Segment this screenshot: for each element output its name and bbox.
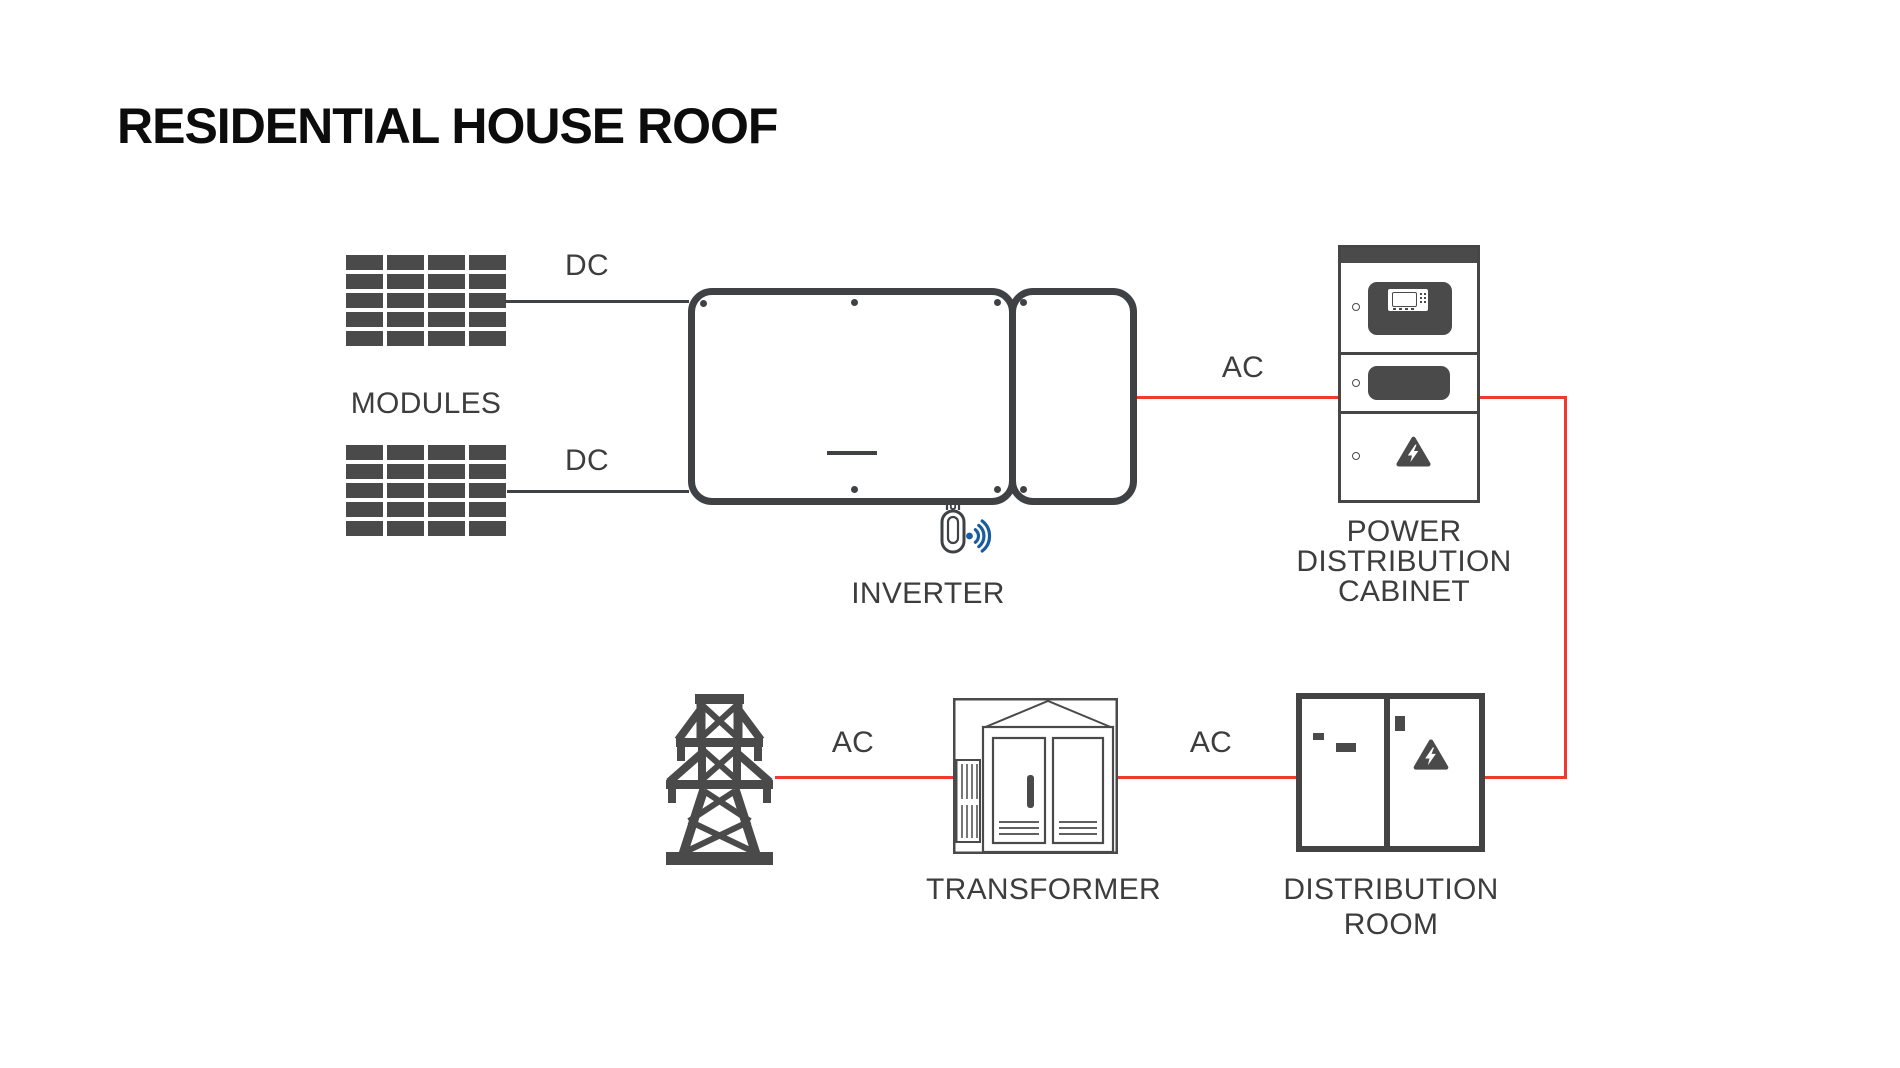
cabinet-label-line: POWER — [1346, 515, 1462, 548]
module-cell — [387, 331, 424, 346]
display-button-dots — [1420, 293, 1422, 295]
module-cell — [469, 312, 506, 327]
module-cell — [346, 521, 383, 536]
screw-icon — [1352, 379, 1360, 387]
ac-line-transformer-to-room — [1116, 776, 1296, 779]
module-cell — [428, 293, 465, 308]
solar-module-array-bottom — [346, 445, 506, 536]
module-cell — [387, 312, 424, 327]
module-cell — [428, 464, 465, 479]
breaker-switch — [1336, 743, 1356, 752]
module-cell — [469, 445, 506, 460]
antenna-icon — [940, 504, 966, 554]
module-cell — [387, 445, 424, 460]
module-cell — [469, 274, 506, 289]
transformer-label: TRANSFORMER — [926, 873, 1161, 906]
ac-line-grid-to-transformer — [775, 776, 955, 779]
inverter-screw-dot — [994, 486, 1001, 493]
display-tick-marks — [1393, 308, 1396, 310]
inverter-screw-dot — [700, 300, 707, 307]
module-cell — [428, 521, 465, 536]
module-cell — [387, 521, 424, 536]
module-cell — [346, 445, 383, 460]
module-cell — [428, 483, 465, 498]
module-cell — [387, 274, 424, 289]
ac-label-grid: AC — [831, 726, 875, 759]
inverter-screw-dot — [1020, 299, 1027, 306]
module-cell — [346, 293, 383, 308]
dc-label-top: DC — [565, 249, 609, 282]
module-cell — [387, 464, 424, 479]
module-cell — [428, 312, 465, 327]
module-cell — [346, 274, 383, 289]
cabinet-divider — [1341, 352, 1477, 355]
cabinet-header-bar — [1341, 248, 1477, 263]
module-cell — [469, 293, 506, 308]
module-cell — [346, 331, 383, 346]
inverter-label: INVERTER — [851, 577, 1005, 610]
inverter-screw-dot — [851, 486, 858, 493]
wifi-icon — [966, 519, 992, 553]
room-divider — [1384, 699, 1390, 846]
inverter-handle — [827, 451, 877, 455]
inverter-screw-dot — [851, 299, 858, 306]
module-cell — [346, 502, 383, 517]
dc-line-bottom — [507, 490, 689, 493]
module-cell — [387, 502, 424, 517]
room-label-line: DISTRIBUTION — [1283, 873, 1499, 906]
module-cell — [469, 483, 506, 498]
ac-label-transformer: AC — [1189, 726, 1233, 759]
module-cell — [469, 502, 506, 517]
inverter-screw-dot — [994, 299, 1001, 306]
ac-line-vertical — [1564, 396, 1567, 779]
distribution-room — [1296, 693, 1485, 852]
distribution-room-label: DISTRIBUTION ROOM — [1281, 872, 1501, 942]
room-label-line: ROOM — [1343, 908, 1439, 941]
ac-line-cabinet-right — [1478, 396, 1567, 399]
screw-icon — [1352, 452, 1360, 460]
module-cell — [346, 464, 383, 479]
module-cell — [346, 312, 383, 327]
inverter-main-body — [688, 288, 1016, 505]
module-cell — [387, 293, 424, 308]
breaker-switch — [1395, 716, 1405, 731]
cabinet-divider — [1341, 411, 1477, 414]
inverter-screw-dot — [1020, 486, 1027, 493]
breaker-switch — [1313, 733, 1324, 740]
cabinet-label: POWER DISTRIBUTION CABINET — [1294, 517, 1514, 607]
transmission-tower-icon — [666, 694, 773, 865]
module-cell — [346, 255, 383, 270]
display-icon — [1392, 292, 1417, 307]
ac-label-inverter: AC — [1221, 351, 1265, 384]
screw-icon — [1352, 303, 1360, 311]
module-cell — [469, 255, 506, 270]
warning-icon — [1396, 436, 1431, 467]
warning-icon — [1413, 739, 1449, 770]
module-cell — [428, 445, 465, 460]
dc-line-top — [505, 300, 689, 303]
transformer-icon — [953, 698, 1118, 854]
module-cell — [387, 255, 424, 270]
cabinet-display-panel — [1388, 289, 1428, 311]
module-cell — [428, 274, 465, 289]
module-cell — [469, 464, 506, 479]
module-cell — [469, 521, 506, 536]
cabinet-breaker-module — [1368, 366, 1450, 400]
module-cell — [387, 483, 424, 498]
ac-line-inverter-to-cabinet — [1135, 396, 1338, 399]
module-cell — [346, 483, 383, 498]
cabinet-label-line: DISTRIBUTION — [1296, 545, 1512, 578]
dc-label-bottom: DC — [565, 444, 609, 477]
modules-label: MODULES — [350, 387, 502, 420]
solar-module-array-top — [346, 255, 506, 346]
ac-line-to-distribution-room — [1483, 776, 1567, 779]
module-cell — [428, 502, 465, 517]
module-cell — [428, 255, 465, 270]
module-cell — [469, 331, 506, 346]
page-title: RESIDENTIAL HOUSE ROOF — [117, 98, 778, 154]
inverter-side-unit — [1009, 288, 1137, 505]
module-cell — [428, 331, 465, 346]
cabinet-label-line: CABINET — [1337, 575, 1471, 608]
